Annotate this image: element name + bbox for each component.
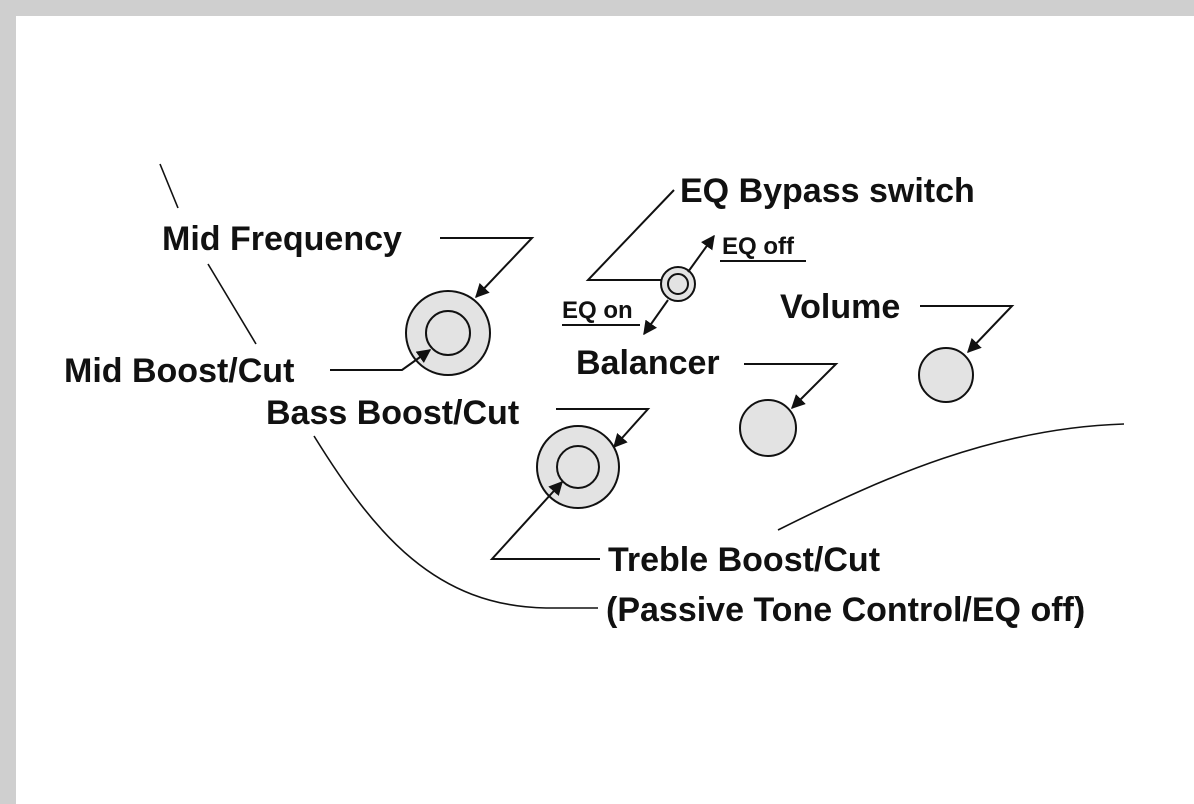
mid-frequency-leader <box>440 237 535 299</box>
mid-frequency-label: Mid Frequency <box>162 220 402 258</box>
body-edge-upper-left-lower <box>207 263 257 345</box>
eq-on-arrow <box>643 299 669 336</box>
volume-label: Volume <box>780 288 900 326</box>
body-edge-lower-curve <box>313 435 598 609</box>
passive-tone-label: (Passive Tone Control/EQ off) <box>606 591 1085 629</box>
bass-boost-cut-leader <box>556 408 651 449</box>
mid-boost-cut-label: Mid Boost/Cut <box>64 352 294 390</box>
mid-stacked-knob <box>405 290 491 376</box>
eq-bypass-switch <box>660 266 696 302</box>
balancer-knob <box>739 399 797 457</box>
control-layout-diagram: Mid Frequency Mid Boost/Cut Bass Boost/C… <box>64 163 1125 629</box>
body-edge-upper-left <box>159 163 179 209</box>
treble-boost-cut-leader <box>489 480 600 560</box>
eq-bypass-leader <box>585 189 675 281</box>
body-edge-right-curve <box>777 423 1125 531</box>
bass-boost-cut-label: Bass Boost/Cut <box>266 394 519 432</box>
eq-bypass-switch-label: EQ Bypass switch <box>680 172 975 210</box>
eq-off-arrow <box>687 234 715 273</box>
treble-boost-cut-label: Treble Boost/Cut <box>608 541 880 579</box>
mid-boost-cut-leader <box>330 349 432 371</box>
balancer-leader <box>744 363 839 409</box>
volume-leader <box>920 305 1015 354</box>
diagram-panel: Mid Frequency Mid Boost/Cut Bass Boost/C… <box>16 16 1194 804</box>
volume-knob <box>918 347 974 403</box>
eq-off-label: EQ off <box>722 233 795 260</box>
eq-on-label: EQ on <box>562 297 633 324</box>
balancer-label: Balancer <box>576 344 720 382</box>
